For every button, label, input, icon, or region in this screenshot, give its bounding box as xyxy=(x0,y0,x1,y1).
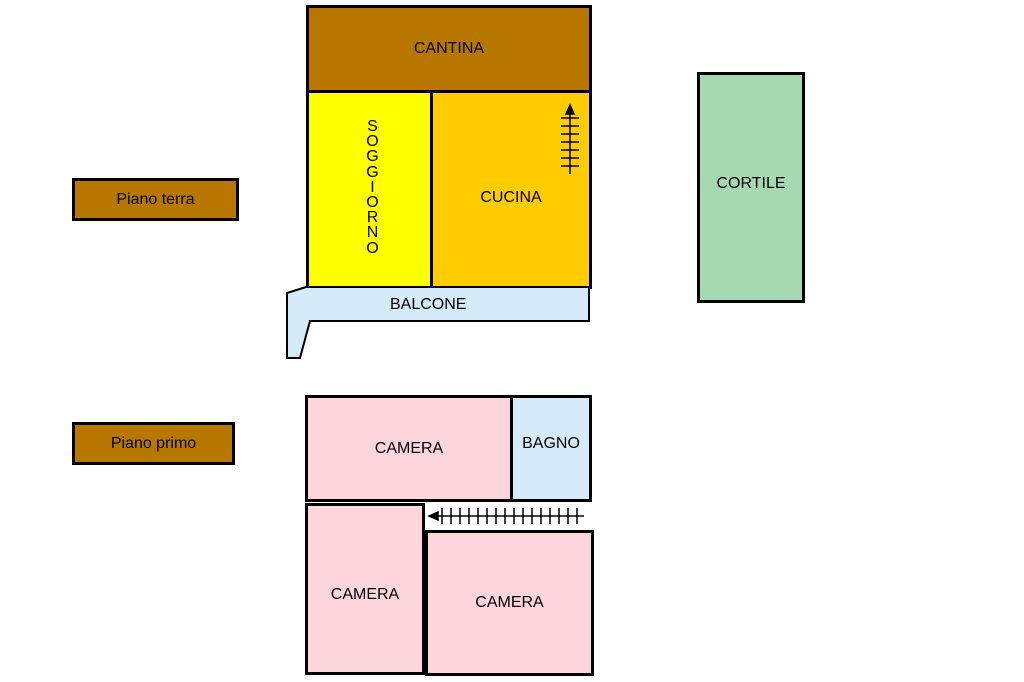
room-bagno-label: BAGNO xyxy=(522,434,580,452)
room-cantina: CANTINA xyxy=(306,5,592,93)
room-soggiorno-letter: O xyxy=(366,133,379,151)
stairs-arrow-left-icon xyxy=(427,508,584,524)
room-soggiorno-letter: G xyxy=(366,148,379,166)
room-camera-top-label: CAMERA xyxy=(374,439,444,457)
room-cortile: CORTILE xyxy=(697,72,805,303)
room-soggiorno-letter: O xyxy=(366,194,379,212)
room-camera-bottom-left: CAMERA xyxy=(305,503,425,675)
room-camera-bottom-right-label: CAMERA xyxy=(475,594,544,611)
room-soggiorno-label: S O G G I O R N O xyxy=(366,118,379,257)
room-cucina: CUCINA xyxy=(430,90,592,289)
room-camera-top: CAMERA xyxy=(305,395,513,502)
room-soggiorno-letter: N xyxy=(366,224,379,242)
room-soggiorno: S O G G I O R N O xyxy=(306,90,433,289)
room-cantina-label: CANTINA xyxy=(413,40,485,57)
room-bagno: BAGNO xyxy=(510,395,592,502)
room-soggiorno-letter: O xyxy=(366,239,379,257)
room-camera-bottom-left-label: CAMERA xyxy=(330,586,400,603)
room-cucina-label: CUCINA xyxy=(480,189,542,206)
room-balcone-label: BALCONE xyxy=(390,296,467,313)
floor-label-first-text: Piano primo xyxy=(110,434,197,452)
floor-label-ground: Piano terra xyxy=(72,178,239,221)
room-soggiorno-letter: R xyxy=(366,209,379,227)
room-camera-bottom-right: CAMERA xyxy=(425,530,594,676)
room-soggiorno-letter: S xyxy=(367,118,378,135)
floor-label-ground-text: Piano terra xyxy=(116,190,195,208)
room-soggiorno-letter: G xyxy=(366,163,379,181)
room-soggiorno-letter: I xyxy=(370,178,375,196)
room-cortile-label: CORTILE xyxy=(716,174,786,192)
floor-label-first: Piano primo xyxy=(72,422,235,465)
